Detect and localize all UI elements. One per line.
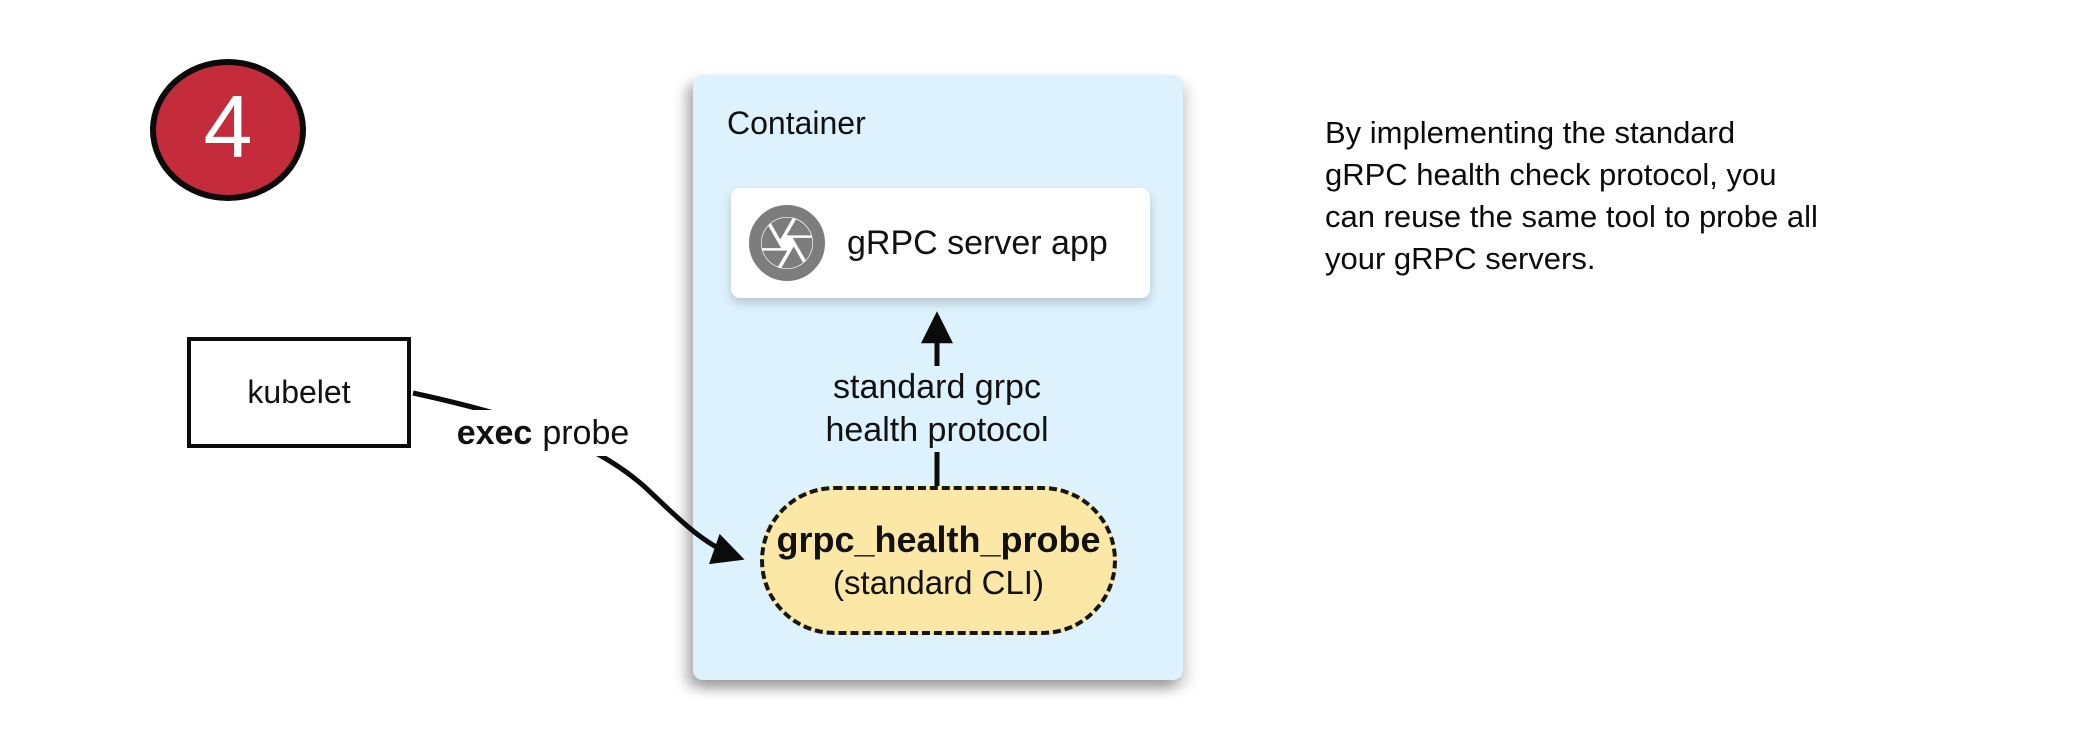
grpc-server-node: gRPC server app (731, 188, 1150, 298)
note-line: can reuse the same tool to probe all (1325, 199, 1818, 234)
health-protocol-arrow-label: standard grpc health protocol (807, 366, 1067, 452)
aperture-icon (749, 205, 825, 281)
container-group: Container gRPC server app gr (693, 75, 1183, 680)
note-line: your gRPC servers. (1325, 241, 1596, 276)
container-title: Container (727, 105, 866, 141)
grpc-health-probe-node: grpc_health_probe (standard CLI) (760, 486, 1117, 635)
exec-label-rest: probe (542, 413, 630, 452)
grpc-server-label: gRPC server app (847, 223, 1108, 262)
protocol-label-line1: standard grpc (833, 368, 1041, 406)
step-number: 4 (203, 77, 253, 176)
step-badge: 4 (150, 59, 306, 201)
note-line: By implementing the standard (1325, 115, 1736, 150)
probe-title: grpc_health_probe (776, 518, 1101, 560)
note-line: gRPC health check protocol, you (1325, 157, 1777, 192)
note-text: By implementing the standard gRPC health… (1325, 112, 1905, 280)
exec-label-bold: exec (456, 413, 533, 452)
kubelet-node: kubelet (187, 337, 411, 448)
probe-subtitle: (standard CLI) (833, 564, 1044, 602)
protocol-label-line2: health protocol (825, 411, 1049, 449)
kubelet-label: kubelet (247, 374, 351, 410)
